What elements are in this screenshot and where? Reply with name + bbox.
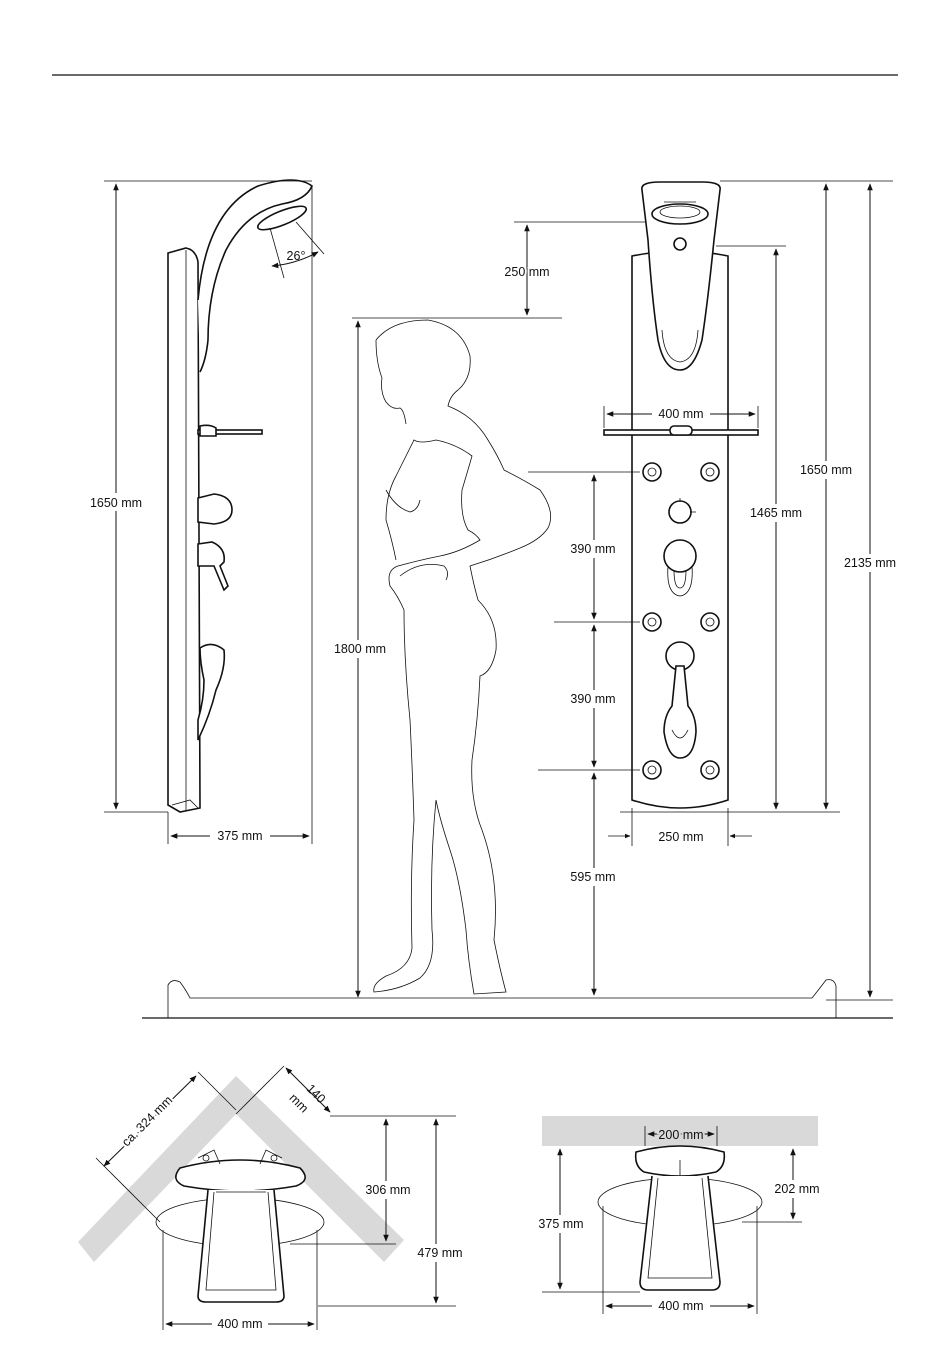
hand-shower-side: [198, 644, 224, 740]
wall-unit-body: [640, 1176, 720, 1290]
human-figure: [374, 320, 551, 994]
shower-tray: [168, 980, 836, 1018]
wall-top-width-label: 200 mm: [658, 1128, 703, 1142]
side-height-label: 1650 mm: [90, 496, 142, 510]
body-jet: [643, 761, 661, 779]
body-jet: [643, 463, 661, 481]
corner-unit-top: [176, 1160, 305, 1191]
thermostat-knob: [198, 494, 232, 524]
mixer-lever: [198, 542, 228, 590]
thermostat-knob-front: [669, 501, 691, 523]
side-view: 1650 mm 375 mm 26°: [86, 180, 324, 845]
base-width-label: 250 mm: [658, 830, 703, 844]
body-jet: [643, 613, 661, 631]
mixer-knob: [664, 540, 696, 572]
corner-diagonal-label: ca. 324 mm: [119, 1093, 175, 1149]
corner-width-label: 400 mm: [217, 1317, 262, 1331]
front-width-label: 400 mm: [658, 407, 703, 421]
wall-outer-depth-label: 375 mm: [538, 1217, 583, 1231]
jet-spacing-lower-label: 390 mm: [570, 692, 615, 706]
rain-shower-head: [652, 204, 708, 224]
body-jet: [701, 463, 719, 481]
side-panel: [168, 248, 200, 812]
wall-plan: 200 mm 202 mm 375 mm 400 mm: [534, 1116, 822, 1315]
wall-depth-label: 202 mm: [774, 1182, 819, 1196]
overall-height-label: 2135 mm: [844, 556, 896, 570]
side-depth-label: 375 mm: [217, 829, 262, 843]
body-jet: [701, 761, 719, 779]
head-button: [674, 238, 686, 250]
top-gap-label: 250 mm: [504, 265, 549, 279]
jet-spacing-upper-label: 390 mm: [570, 542, 615, 556]
corner-plan: ca. 324 mm 140 mm 306 mm 479 mm 400 mm: [78, 1066, 464, 1333]
corner-unit-body: [198, 1190, 284, 1302]
bottom-jet-height-label: 595 mm: [570, 870, 615, 884]
corner-inner-depth-label: 306 mm: [365, 1183, 410, 1197]
angle-label: 26°: [287, 249, 306, 263]
front-view: 400 mm 390 mm 390 mm 595 mm 250 mm 1465 …: [528, 181, 900, 1000]
panel-height-label: 1465 mm: [750, 506, 802, 520]
wall-width-label: 400 mm: [658, 1299, 703, 1313]
figure-height-label: 1800 mm: [334, 642, 386, 656]
figure-outline: [374, 320, 551, 994]
body-jet: [701, 613, 719, 631]
total-panel-label: 1650 mm: [800, 463, 852, 477]
corner-outer-depth-label: 479 mm: [417, 1246, 462, 1260]
